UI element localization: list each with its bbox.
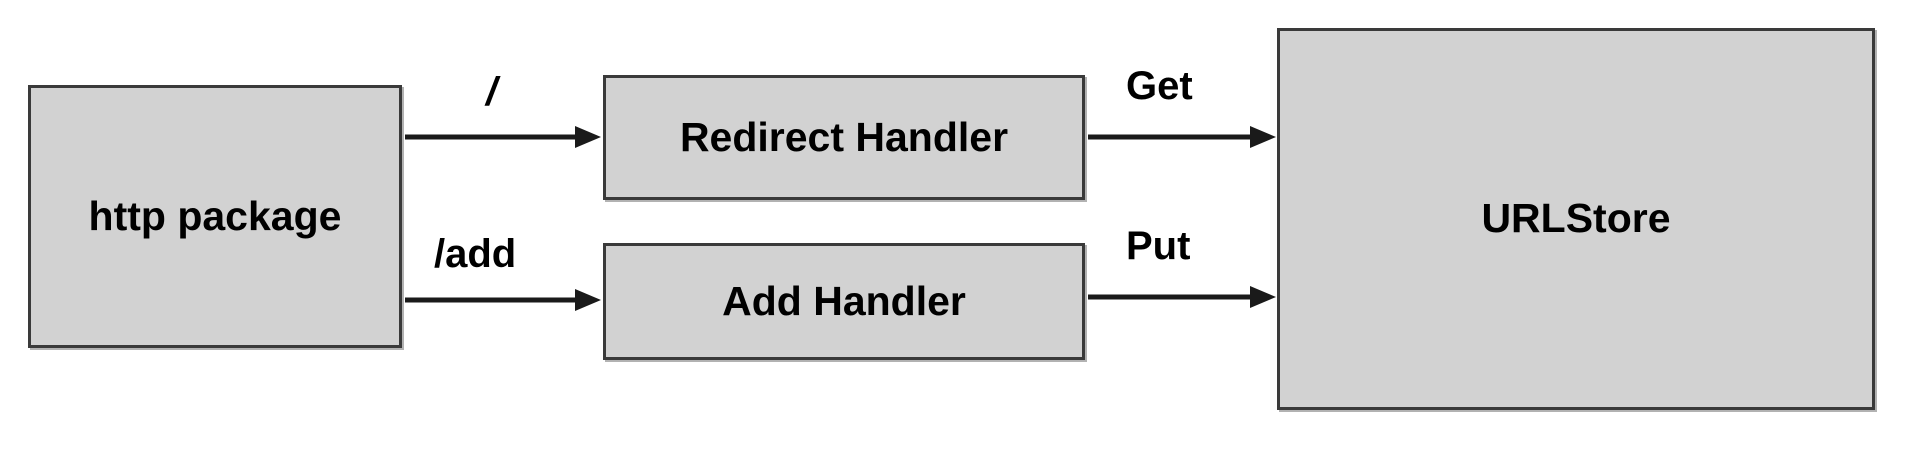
arrow-shaft (1088, 134, 1250, 140)
arrow-head-icon (1250, 286, 1276, 308)
arrow-head-icon (1250, 126, 1276, 148)
node-redirect-handler-label: Redirect Handler (679, 113, 1009, 160)
arrow-http-to-add (405, 289, 601, 311)
node-http-package-label: http package (88, 192, 342, 239)
edge-label-add-path: /add (434, 232, 517, 276)
arrow-shaft (405, 134, 575, 140)
edge-label-get: Get (1126, 64, 1193, 108)
arrow-shaft (1088, 294, 1250, 300)
arrow-redirect-to-urlstore (1088, 126, 1276, 148)
node-urlstore[interactable]: URLStore (1277, 28, 1875, 410)
node-add-handler[interactable]: Add Handler (603, 243, 1085, 360)
node-add-handler-label: Add Handler (722, 277, 966, 324)
node-http-package[interactable]: http package (28, 85, 402, 348)
arrow-http-to-redirect (405, 126, 601, 148)
arrow-head-icon (575, 126, 601, 148)
node-urlstore-label: URLStore (1481, 195, 1671, 242)
node-redirect-handler[interactable]: Redirect Handler (603, 75, 1085, 200)
edge-label-root-path: / (486, 70, 498, 114)
arrow-shaft (405, 297, 575, 303)
arrow-head-icon (575, 289, 601, 311)
arrow-add-to-urlstore (1088, 286, 1276, 308)
edge-label-put: Put (1126, 224, 1191, 268)
